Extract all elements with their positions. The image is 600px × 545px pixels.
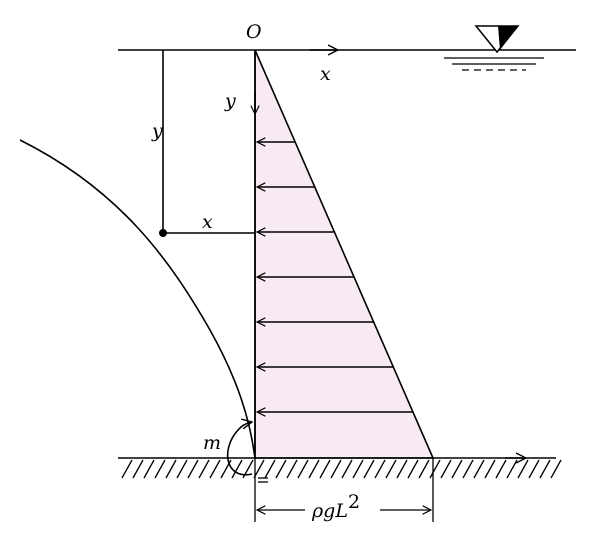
hatch-line bbox=[429, 459, 441, 479]
label-y-dim: y bbox=[151, 120, 163, 142]
hatch-line bbox=[473, 459, 485, 479]
label-base-load: ρgL2 bbox=[311, 491, 360, 522]
hatch-line bbox=[440, 459, 452, 479]
hatch-line bbox=[528, 459, 540, 479]
hatch-line bbox=[385, 459, 397, 479]
label-x-dim: x bbox=[202, 211, 213, 233]
hatch-line bbox=[451, 459, 463, 479]
hatch-line bbox=[253, 459, 265, 479]
hatch-line bbox=[363, 459, 375, 479]
hatch-line bbox=[242, 459, 254, 479]
label-moment: m bbox=[203, 432, 221, 454]
hatch-line bbox=[396, 459, 408, 479]
hatch-line bbox=[187, 459, 199, 479]
water-level-symbol bbox=[444, 25, 544, 71]
hatch-line bbox=[550, 459, 562, 479]
hydrostatic-load-region bbox=[254, 49, 435, 459]
hatch-line bbox=[407, 459, 419, 479]
hatch-line bbox=[462, 459, 474, 479]
label-x-axis: x bbox=[320, 63, 331, 85]
hatch-line bbox=[418, 459, 430, 479]
hatch-line bbox=[506, 459, 518, 479]
curve-point bbox=[159, 229, 167, 237]
hatch-line bbox=[143, 459, 155, 479]
hatch-line bbox=[352, 459, 364, 479]
hatch-line bbox=[275, 459, 287, 479]
hatch-line bbox=[539, 459, 551, 479]
ground-hatching bbox=[121, 459, 562, 479]
hatch-line bbox=[165, 459, 177, 479]
load-arrows bbox=[257, 142, 413, 412]
hatch-line bbox=[121, 459, 133, 479]
hatch-line bbox=[330, 459, 342, 479]
hatch-line bbox=[231, 459, 243, 479]
hatch-line bbox=[220, 459, 232, 479]
label-y-axis: y bbox=[224, 90, 236, 112]
hatch-line bbox=[374, 459, 386, 479]
label-origin: O bbox=[246, 21, 262, 43]
hatch-line bbox=[319, 459, 331, 479]
hatch-line bbox=[297, 459, 309, 479]
hatch-line bbox=[517, 459, 529, 479]
moment-arc bbox=[226, 422, 252, 476]
hatch-line bbox=[341, 459, 353, 479]
hatch-line bbox=[484, 459, 496, 479]
hatch-line bbox=[264, 459, 276, 479]
hatch-line bbox=[198, 459, 210, 479]
hatch-line bbox=[495, 459, 507, 479]
hatch-line bbox=[308, 459, 320, 479]
hatch-line bbox=[176, 459, 188, 479]
hatch-line bbox=[154, 459, 166, 479]
hatch-line bbox=[209, 459, 221, 479]
deflected-beam-curve bbox=[19, 139, 256, 459]
hatch-line bbox=[286, 459, 298, 479]
hatch-line bbox=[132, 459, 144, 479]
